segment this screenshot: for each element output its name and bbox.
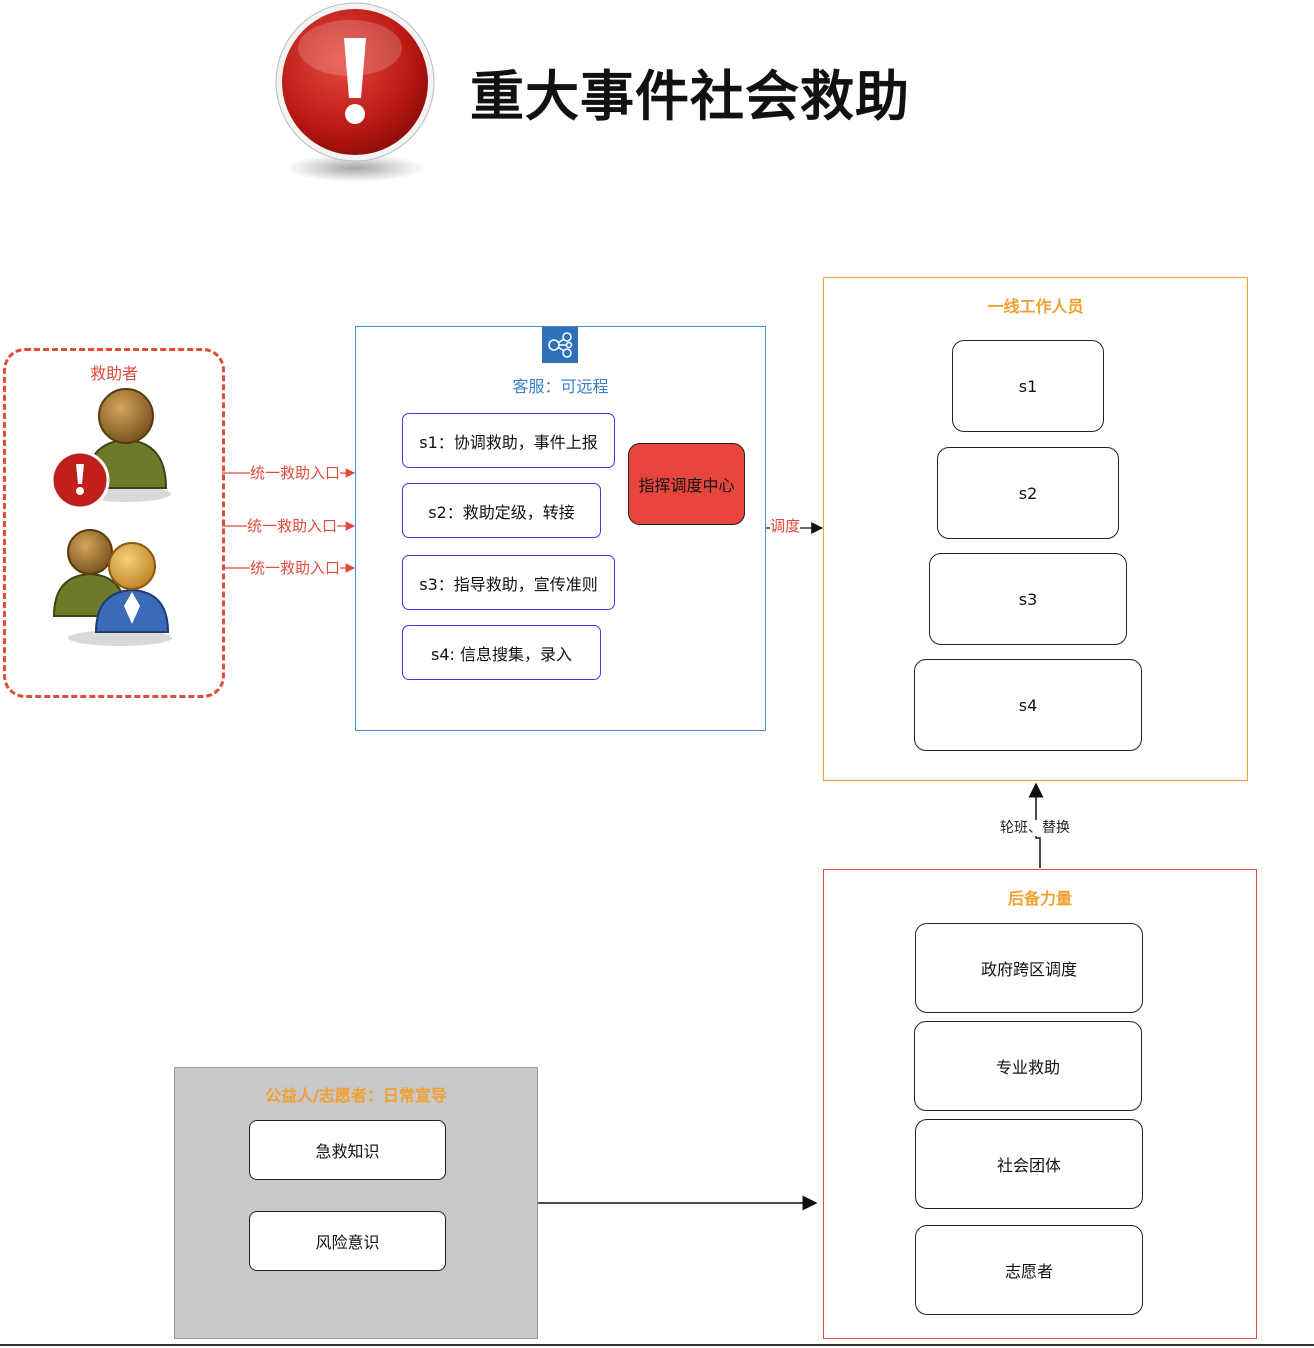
- reserve-item-volunteers: 志愿者: [915, 1225, 1143, 1315]
- volunteers-label: 公益人/志愿者：日常宣导: [265, 1086, 447, 1105]
- frontline-group: 一线工作人员: [823, 277, 1248, 781]
- service-step-s1: s1：协调救助，事件上报: [402, 413, 615, 468]
- reserve-item-social-groups: 社会团体: [915, 1119, 1143, 1209]
- reserve-item-government: 政府跨区调度: [915, 923, 1143, 1013]
- reserve-group: 后备力量: [823, 869, 1257, 1339]
- seekers-group: 救助者: [3, 348, 225, 698]
- volunteers-item-risk-awareness: 风险意识: [249, 1211, 446, 1271]
- warning-icon: [270, 0, 440, 185]
- entry-label-3: 统一救助入口: [250, 559, 341, 577]
- people-group-icon: [50, 526, 180, 656]
- frontline-item-s1: s1: [952, 340, 1104, 432]
- service-step-s3: s3：指导救助，宣传准则: [402, 555, 615, 610]
- bottom-divider: [0, 1344, 1314, 1346]
- rotation-label: 轮班、替换: [1000, 820, 1070, 836]
- rotation-connector: [1028, 782, 1044, 868]
- frontline-item-s3: s3: [929, 553, 1127, 645]
- service-step-s4: s4: 信息搜集，录入: [402, 625, 601, 680]
- reserve-label: 后备力量: [1007, 889, 1072, 908]
- person-alert-icon: [46, 384, 176, 514]
- entry-label-2: 统一救助入口: [247, 517, 338, 535]
- frontline-item-s2: s2: [937, 447, 1119, 539]
- command-center: 指挥调度中心: [628, 443, 745, 525]
- frontline-item-s4: s4: [914, 659, 1142, 751]
- volunteers-group: 公益人/志愿者：日常宣导: [174, 1067, 538, 1339]
- share-network-icon: [542, 327, 578, 363]
- service-group: 客服：可远程: [355, 326, 766, 731]
- volunteers-item-first-aid: 急救知识: [249, 1120, 446, 1180]
- service-label: 客服：可远程: [512, 377, 609, 396]
- dispatch-label: 调度: [770, 517, 801, 535]
- reserve-item-professional: 专业救助: [914, 1021, 1142, 1111]
- seekers-label: 救助者: [89, 364, 138, 383]
- page-title: 重大事件社会救助: [470, 65, 910, 128]
- frontline-label: 一线工作人员: [987, 297, 1084, 316]
- entry-label-1: 统一救助入口: [250, 464, 341, 482]
- service-step-s2: s2：救助定级，转接: [402, 483, 601, 538]
